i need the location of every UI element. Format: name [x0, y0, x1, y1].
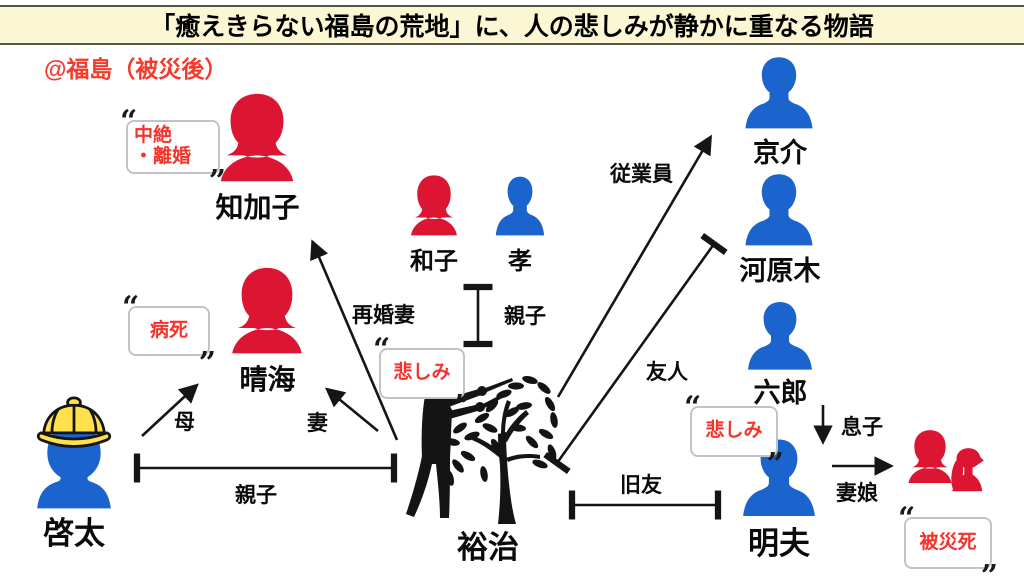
status-box-akio: 悲しみ	[684, 392, 784, 481]
status-box-harumi: 病死	[122, 292, 216, 380]
character-keita	[28, 396, 120, 512]
man-icon	[736, 54, 822, 134]
label-son: 息子	[841, 416, 883, 439]
location-tag: @福島（被災後）	[44, 56, 228, 82]
status-text: 中絶	[134, 125, 173, 147]
label-wife-daughter: 妻娘	[836, 482, 878, 505]
label-friend: 友人	[646, 361, 688, 384]
man-icon	[736, 171, 822, 251]
name-kazuko: 和子	[410, 248, 458, 275]
woman-icon	[403, 174, 465, 240]
name-kawaragi: 河原木	[739, 256, 821, 286]
boy-school-hat-icon	[28, 396, 120, 512]
line-mother	[141, 383, 199, 437]
name-kyosuke: 京介	[753, 138, 807, 168]
label-wife: 妻	[307, 412, 328, 435]
line-remarried-wife	[310, 239, 399, 441]
status-text: 悲しみ	[705, 420, 763, 442]
character-kazuko	[403, 174, 465, 240]
label-remarried-wife: 再婚妻	[352, 304, 415, 327]
name-yuji: 裕治	[457, 530, 519, 565]
label-mother: 母	[174, 411, 195, 434]
line-wife	[324, 387, 379, 433]
label-old-friend: 旧友	[620, 474, 662, 497]
status-box-yuji: 悲しみ	[373, 334, 471, 423]
label-employee: 従業員	[610, 163, 673, 186]
status-box-chikako: 中絶 ・離婚	[120, 106, 226, 198]
character-harumi	[220, 266, 314, 360]
character-takashi	[489, 174, 551, 240]
character-kyosuke	[736, 54, 822, 134]
name-harumi: 晴海	[239, 364, 296, 395]
man-icon	[739, 299, 821, 375]
slide-title: 「癒えきらない福島の荒地」に、人の悲しみが静かに重なる物語	[150, 13, 874, 41]
status-text: 被災死	[919, 531, 977, 553]
girl-ponytail-icon	[946, 444, 988, 506]
character-rokuro	[739, 299, 821, 375]
status-text: ・離婚	[134, 146, 192, 167]
name-akio: 明夫	[748, 526, 810, 561]
name-takashi: 孝	[508, 248, 532, 275]
status-text: 悲しみ	[393, 362, 451, 384]
character-daughter	[946, 444, 988, 506]
character-kawaragi	[736, 171, 822, 251]
slide-title-bar: 「癒えきらない福島の荒地」に、人の悲しみが静かに重なる物語	[0, 5, 1024, 45]
label-parent-child-left: 親子	[235, 484, 277, 507]
name-keita: 啓太	[43, 516, 105, 551]
status-text: 病死	[149, 319, 188, 341]
name-rokuro: 六郎	[753, 378, 808, 408]
line-friend	[543, 233, 728, 474]
woman-icon	[220, 266, 314, 360]
name-chikako: 知加子	[215, 192, 300, 223]
label-parent-child-center: 親子	[504, 305, 546, 328]
man-icon	[489, 174, 551, 240]
status-box-wife-daughter: 被災死	[898, 503, 998, 576]
